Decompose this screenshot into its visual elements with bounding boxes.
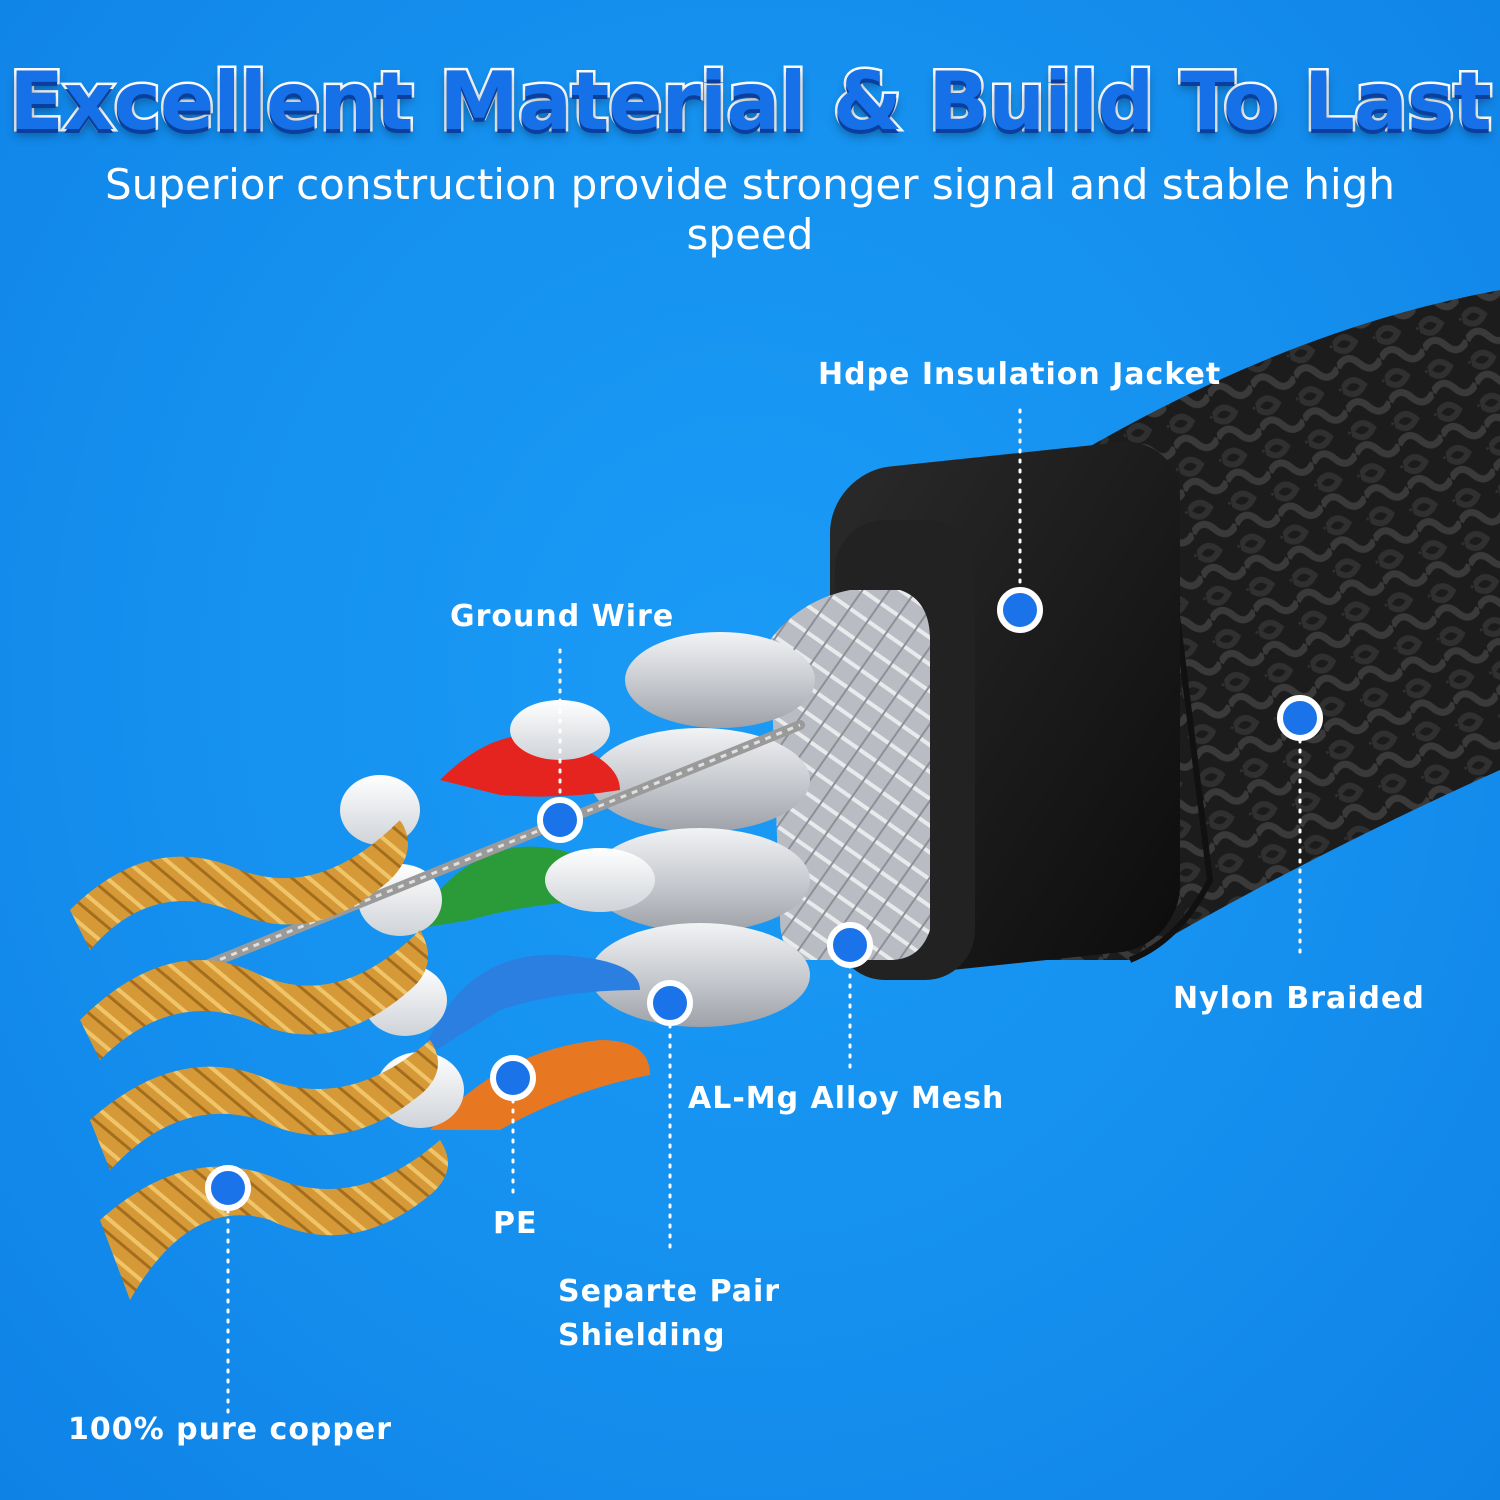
callout-separte-pair-shielding: Separte Pair Shielding: [558, 1274, 781, 1353]
marker-pe: [490, 1055, 536, 1101]
callout-hdpe-insulation-jacket: Hdpe Insulation Jacket: [818, 357, 1222, 392]
marker-shield: [647, 980, 693, 1026]
subheadline: Superior construction provide stronger s…: [105, 160, 1395, 259]
callout-ground-wire: Ground Wire: [450, 599, 675, 634]
callout-nylon-braided: Nylon Braided: [1173, 981, 1425, 1016]
marker-mesh: [827, 922, 873, 968]
copper-conductors: [70, 820, 448, 1300]
callout-al-mg-alloy-mesh: AL-Mg Alloy Mesh: [688, 1081, 1005, 1116]
callout-100-pure-copper: 100% pure copper: [68, 1412, 393, 1447]
marker-nylon: [1277, 695, 1323, 741]
headline: Excellent Material & Build To Last: [7, 53, 1494, 151]
marker-ground: [537, 797, 583, 843]
callout-markers: [205, 587, 1323, 1211]
marker-copper: [205, 1165, 251, 1211]
marker-hdpe: [997, 587, 1043, 633]
pair-shields: [590, 632, 815, 1027]
callout-pe: PE: [493, 1206, 538, 1241]
